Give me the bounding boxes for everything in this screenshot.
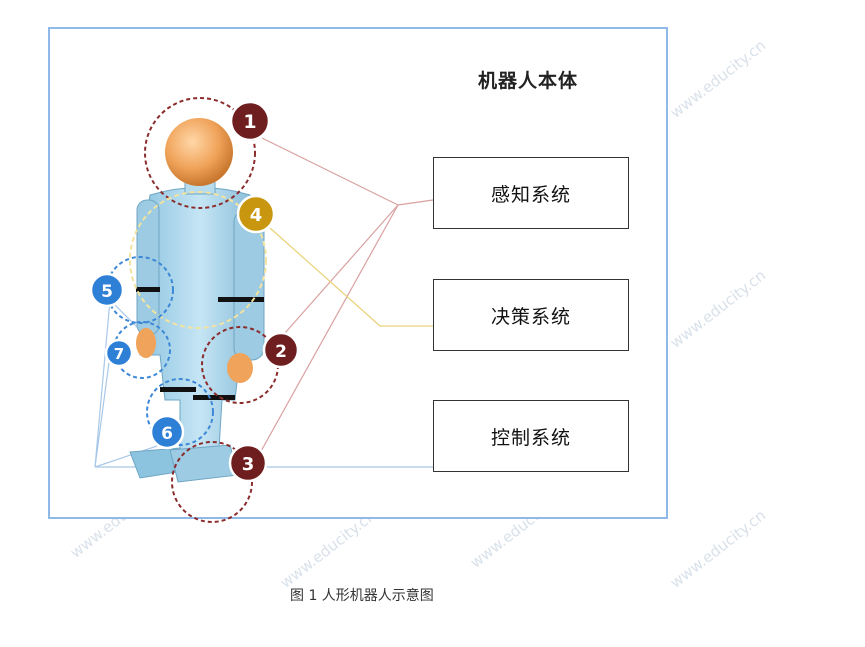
marker-6: 6 xyxy=(149,414,185,450)
marker-2: 2 xyxy=(262,331,300,369)
system-box-decision: 决策系统 xyxy=(433,279,629,351)
system-label: 决策系统 xyxy=(490,305,571,328)
marker-label: 5 xyxy=(101,282,113,302)
marker-7: 7 xyxy=(104,338,134,368)
system-label: 感知系统 xyxy=(490,183,571,206)
marker-3: 3 xyxy=(228,443,268,483)
figure-caption: 图 1 人形机器人示意图 xyxy=(290,588,434,604)
marker-label: 2 xyxy=(275,342,287,362)
marker-4: 4 xyxy=(236,194,276,234)
marker-label: 3 xyxy=(242,454,255,475)
robot-figure xyxy=(129,118,265,483)
marker-label: 4 xyxy=(250,205,263,226)
marker-1: 1 xyxy=(229,100,271,142)
marker-5: 5 xyxy=(89,272,125,308)
system-box-control: 控制系统 xyxy=(433,400,629,472)
marker-label: 7 xyxy=(114,345,124,363)
diagram-title: 机器人本体 xyxy=(478,70,579,92)
marker-label: 6 xyxy=(161,424,173,444)
system-label: 控制系统 xyxy=(490,426,571,449)
system-box-perception: 感知系统 xyxy=(433,157,629,229)
marker-label: 1 xyxy=(243,111,256,133)
